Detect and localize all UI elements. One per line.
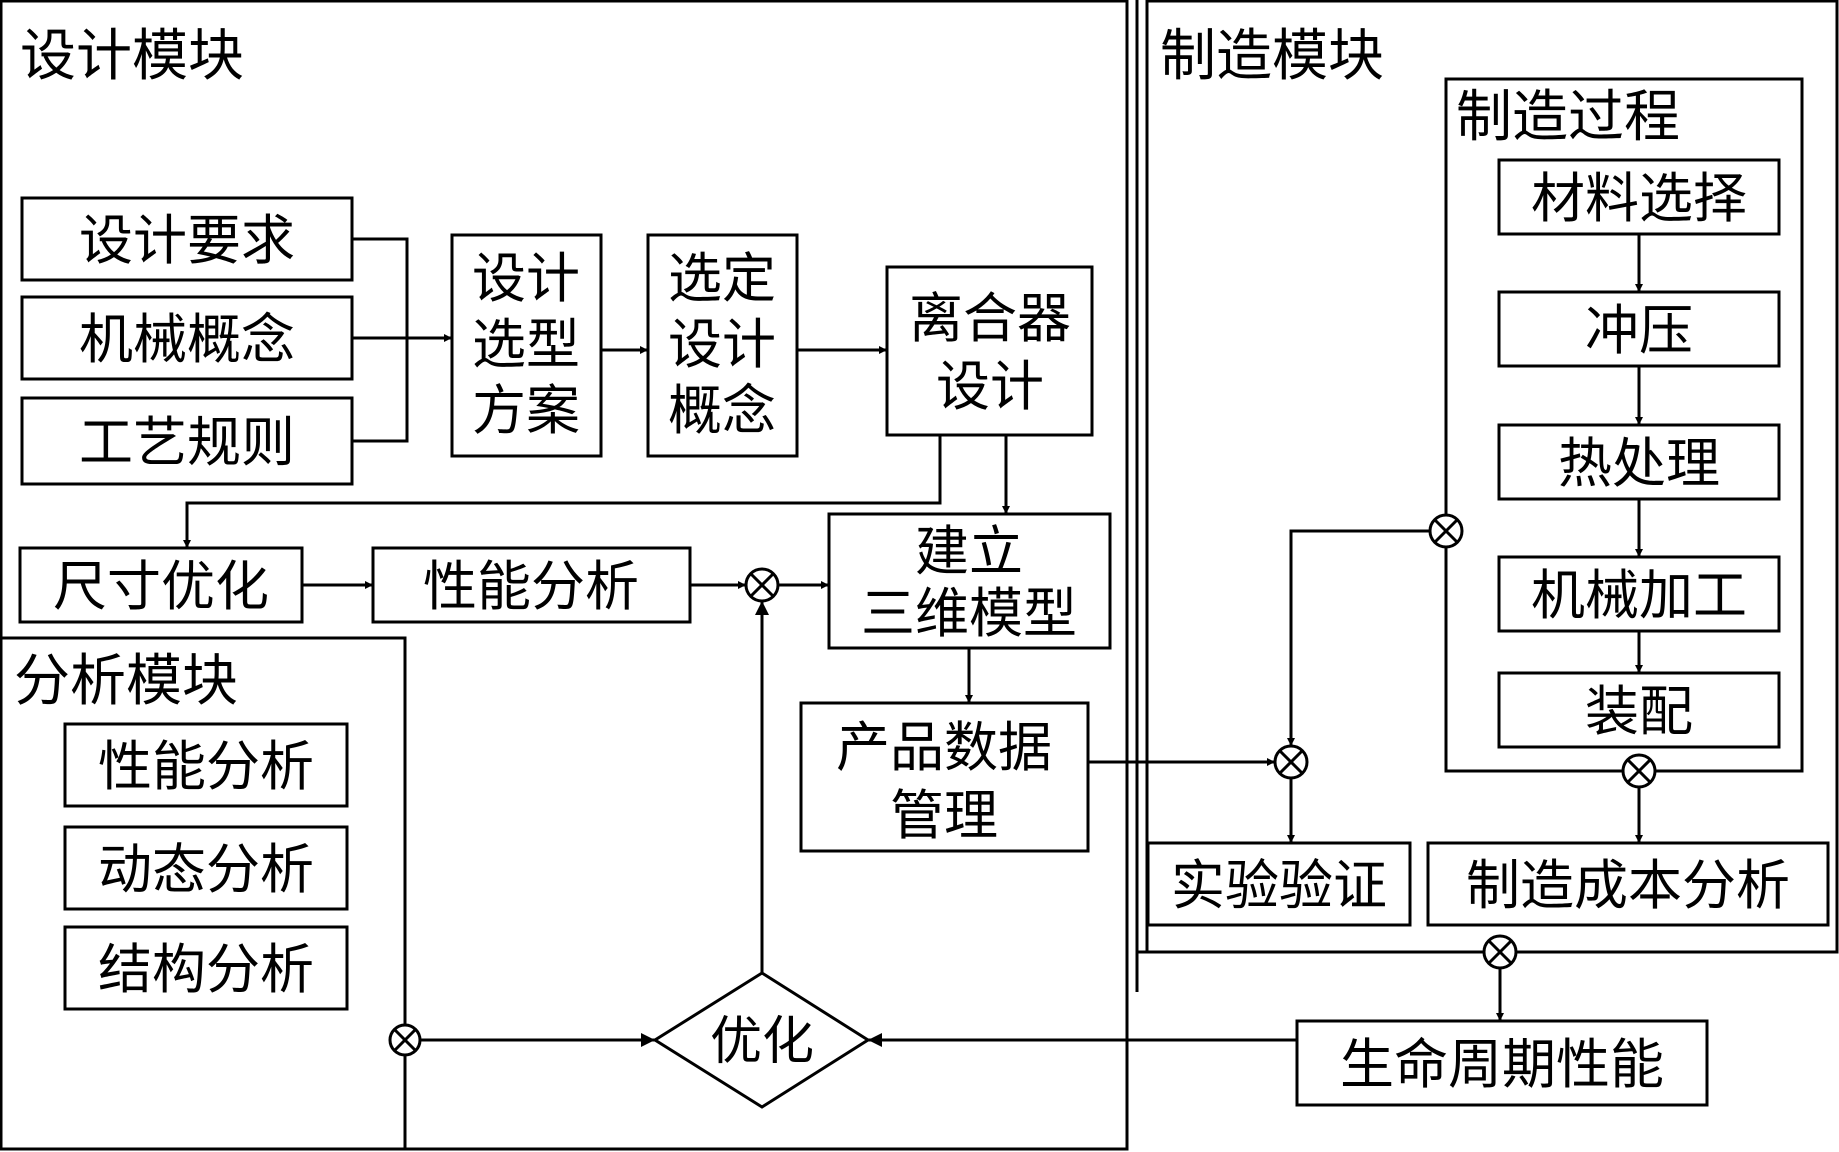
selected-concept-line-3: 概念 — [668, 379, 776, 442]
design-module-region: 设计模块 — [0, 0, 1129, 1151]
analysis-item-dynamic: 动态分析 — [63, 825, 349, 911]
process-step-material-selection: 材料选择 — [1497, 158, 1781, 236]
selection-scheme-line-2: 选型 — [472, 313, 580, 376]
process-step-label: 材料选择 — [1531, 167, 1747, 230]
build-3d-model-line-2: 三维模型 — [861, 582, 1077, 645]
connectors — [183, 234, 1643, 1047]
size-optimization-box: 尺寸优化 — [18, 546, 304, 624]
clutch-design-box: 离合器 设计 — [885, 265, 1094, 437]
process-step-label: 装配 — [1585, 680, 1693, 743]
clutch-to-size-opt-arrow — [183, 435, 942, 548]
pdm-line-2: 管理 — [890, 784, 998, 847]
summing-junction-icon — [1621, 753, 1657, 789]
manufacturing-module-region: 制造模块 — [1135, 0, 1839, 992]
selection-scheme-line-1: 设计 — [472, 247, 580, 310]
experiment-verification-label: 实验验证 — [1171, 854, 1387, 917]
design-requirements-label: 设计要求 — [79, 209, 295, 272]
build-3d-model-box: 建立 三维模型 — [827, 512, 1112, 650]
selected-concept-line-2: 设计 — [668, 313, 776, 376]
manufacturing-module-title: 制造模块 — [1160, 24, 1384, 89]
clutch-design-line-2: 设计 — [936, 355, 1044, 418]
selection-scheme-box: 设计 选型 方案 — [450, 233, 603, 458]
lifecycle-performance-box: 生命周期性能 — [1295, 1019, 1709, 1107]
process-step-stamping: 冲压 — [1497, 290, 1781, 368]
pdm-box: 产品数据 管理 — [799, 701, 1090, 853]
analysis-item-label: 结构分析 — [98, 938, 314, 1001]
process-step-label: 机械加工 — [1531, 564, 1747, 627]
process-junction-to-exp-arrow — [1287, 529, 1430, 746]
experiment-verification-box: 实验验证 — [1146, 841, 1412, 927]
process-step-machining: 机械加工 — [1497, 555, 1781, 633]
process-step-assembly: 装配 — [1497, 671, 1781, 749]
analysis-item-label: 动态分析 — [98, 838, 314, 901]
selection-scheme-line-3: 方案 — [472, 379, 580, 442]
manufacturing-cost-label: 制造成本分析 — [1466, 854, 1790, 917]
summing-junction-icon — [388, 1023, 422, 1057]
manufacturing-cost-box: 制造成本分析 — [1426, 841, 1830, 927]
mechanical-concept-label: 机械概念 — [79, 308, 295, 371]
performance-analysis-label: 性能分析 — [423, 555, 639, 618]
analysis-module-region: 分析模块 — [0, 636, 407, 1151]
process-step-heat-treatment: 热处理 — [1497, 423, 1781, 501]
selected-concept-line-1: 选定 — [668, 247, 776, 310]
analysis-item-structural: 结构分析 — [63, 925, 349, 1011]
optimization-diamond: 优化 — [652, 971, 871, 1109]
design-module-title: 设计模块 — [20, 24, 244, 89]
process-step-label: 热处理 — [1558, 432, 1720, 495]
process-rules-box: 工艺规则 — [20, 396, 354, 486]
input-merge-line — [352, 237, 409, 443]
build-3d-model-line-1: 建立 — [915, 520, 1023, 583]
analysis-item-performance: 性能分析 — [63, 722, 349, 808]
summing-junction-icon — [1482, 934, 1518, 970]
process-rules-label: 工艺规则 — [79, 411, 295, 474]
selected-concept-box: 选定 设计 概念 — [646, 233, 799, 458]
clutch-design-line-1: 离合器 — [909, 287, 1071, 350]
optimization-label: 优化 — [710, 1012, 814, 1072]
lifecycle-performance-label: 生命周期性能 — [1340, 1033, 1664, 1096]
mechanical-concept-box: 机械概念 — [20, 295, 354, 381]
manufacturing-process-title: 制造过程 — [1456, 85, 1680, 150]
size-optimization-label: 尺寸优化 — [53, 555, 269, 618]
design-requirements-box: 设计要求 — [20, 196, 354, 282]
summing-junction-icon — [1273, 744, 1309, 780]
analysis-item-label: 性能分析 — [98, 735, 314, 798]
performance-analysis-box: 性能分析 — [371, 546, 692, 624]
pdm-line-1: 产品数据 — [836, 716, 1052, 779]
summing-junction-icon — [744, 567, 780, 603]
summing-junction-icon — [1428, 513, 1464, 549]
process-step-label: 冲压 — [1585, 299, 1693, 362]
analysis-module-title: 分析模块 — [14, 649, 238, 714]
